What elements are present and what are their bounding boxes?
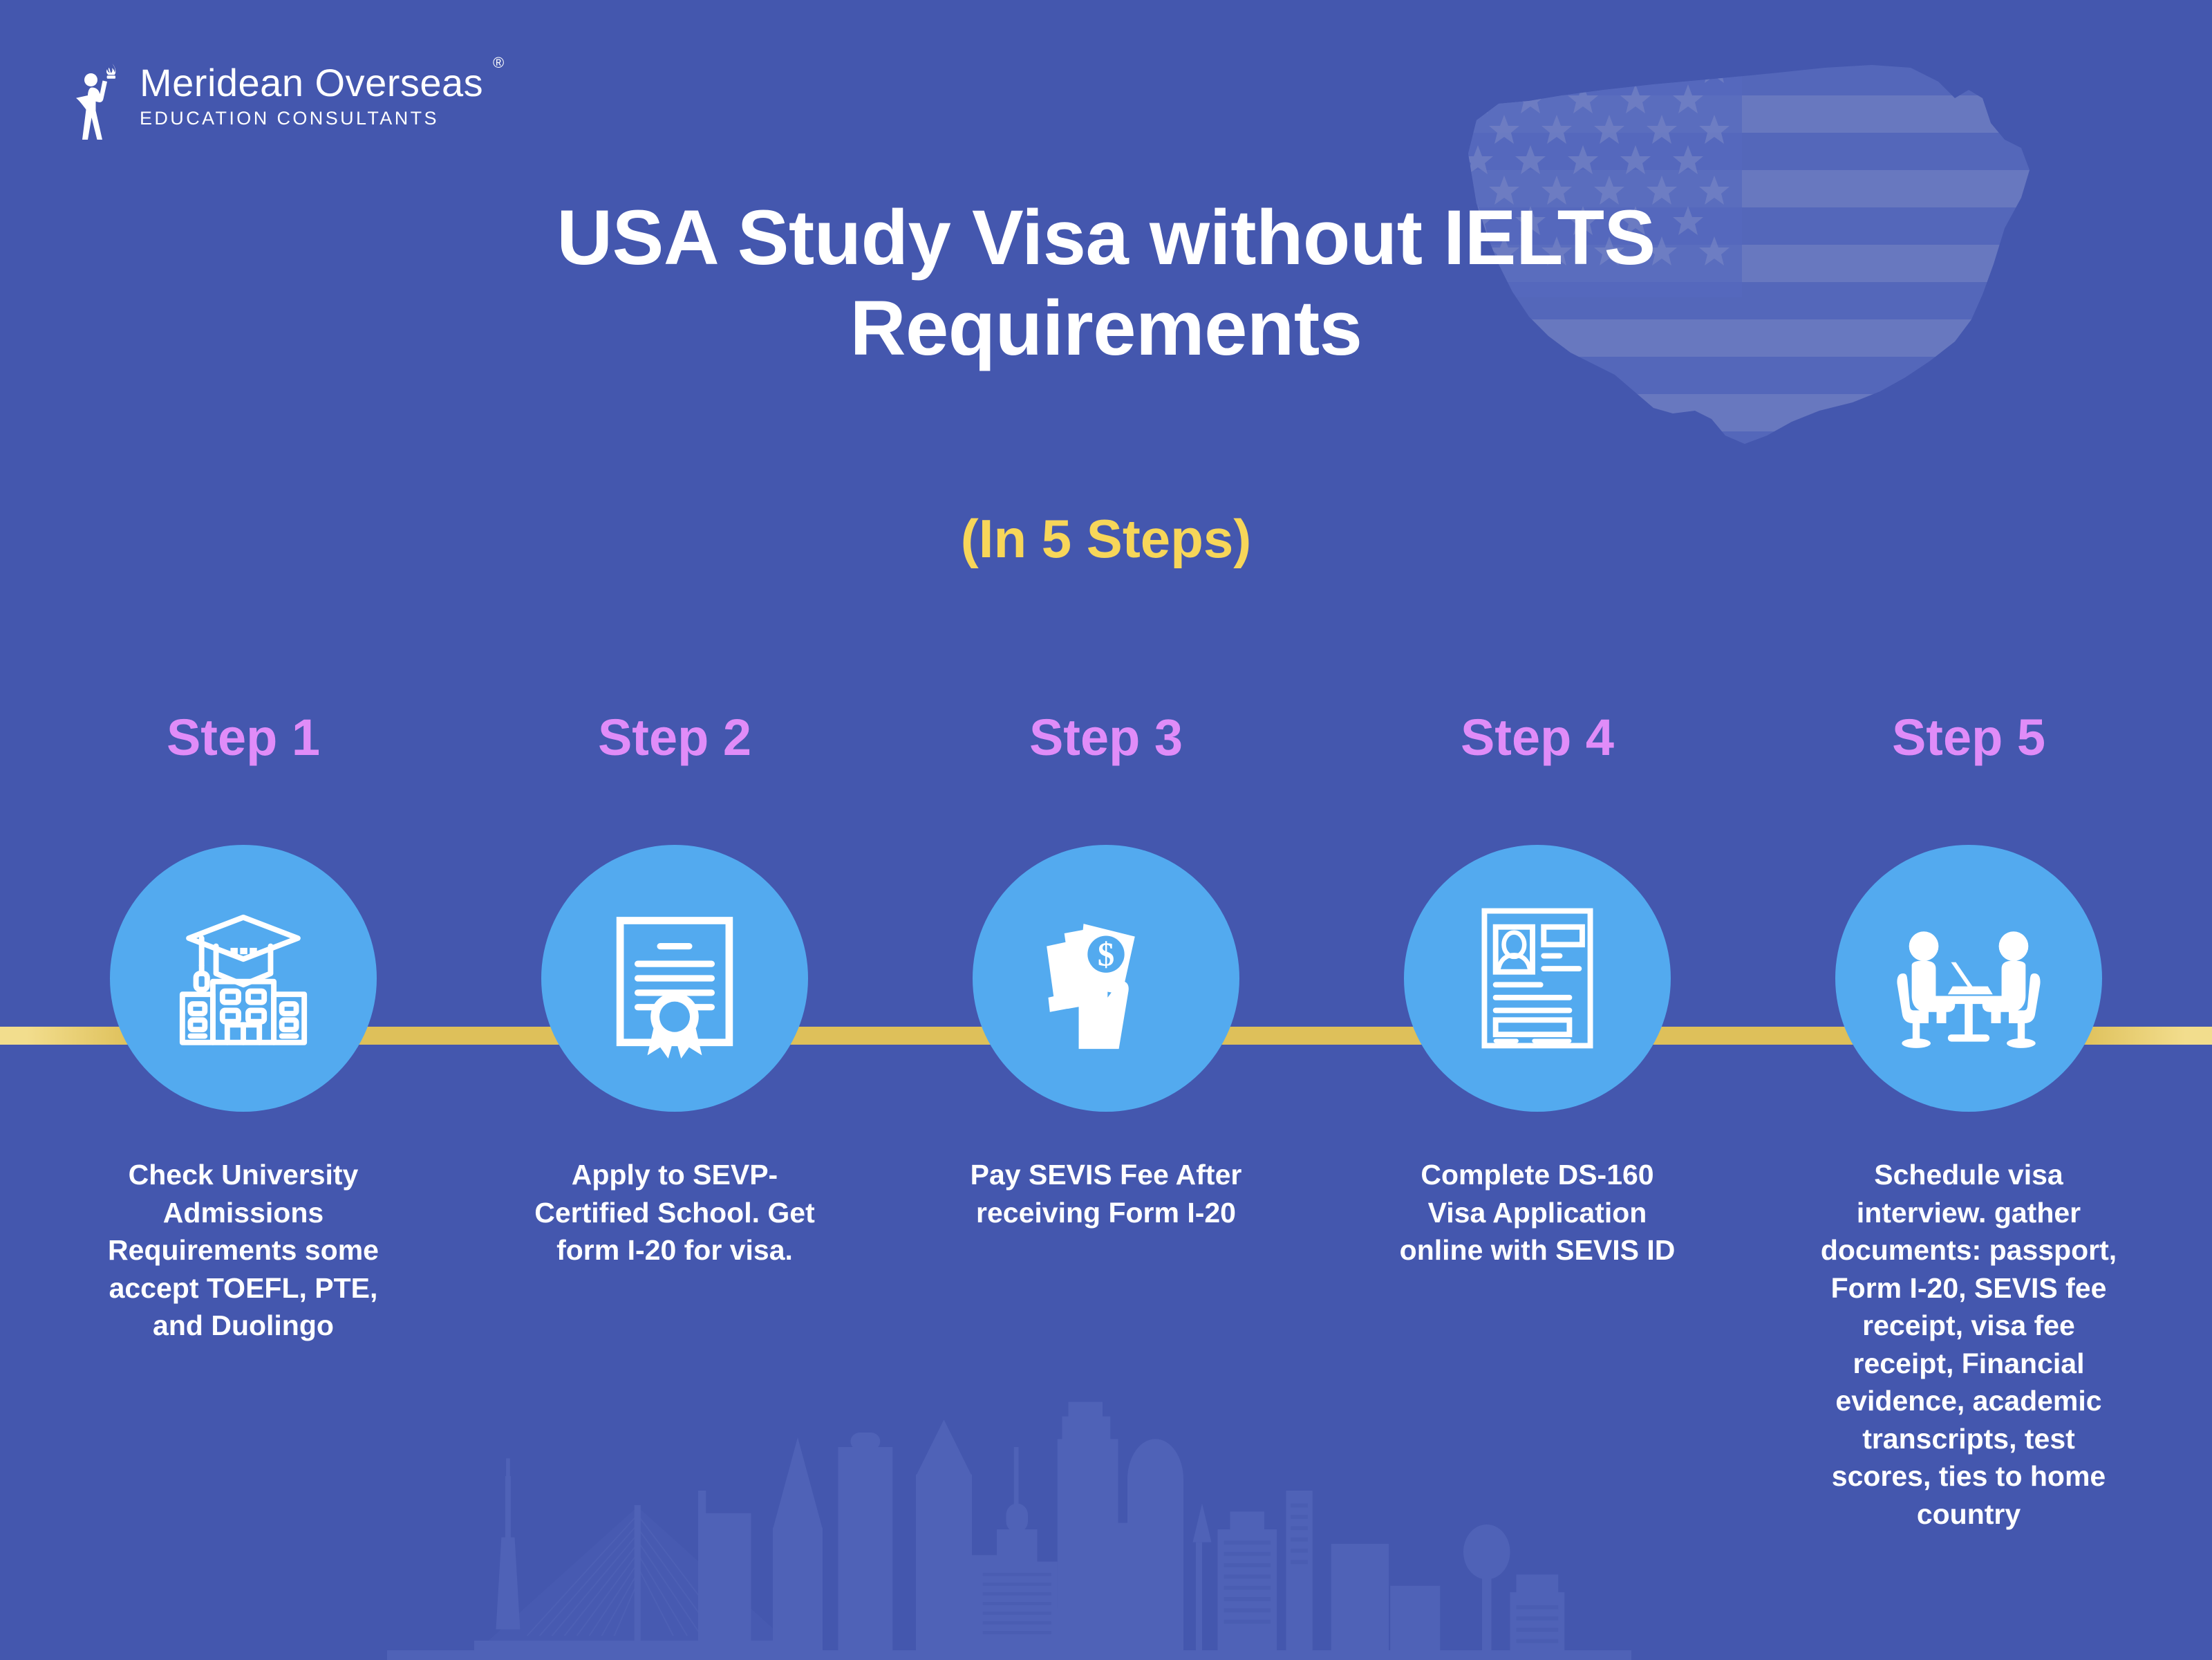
brand-name: Meridean Overseas	[140, 61, 484, 104]
interview-desk-icon	[1897, 931, 2041, 1048]
step-description-5: Schedule visa interview. gather document…	[1820, 1159, 2117, 1530]
step-description-3: Pay SEVIS Fee After receiving Form I-20	[970, 1159, 1242, 1229]
steps-row: Step 1	[0, 712, 2212, 1632]
page-title: USA Study Visa without IELTS Requirement…	[556, 194, 1656, 372]
step-description-1: Check University Admissions Requirements…	[108, 1159, 379, 1342]
step-label-3: Step 3	[1029, 709, 1183, 766]
step-label-4: Step 4	[1460, 709, 1615, 766]
step-item-1[interactable]: Step 1	[28, 712, 459, 1345]
registered-trademark-symbol: ®	[492, 54, 505, 71]
certificate-icon	[616, 917, 733, 1059]
application-form-icon	[1481, 908, 1593, 1049]
step-icon-circle-3[interactable]: $	[973, 845, 1239, 1112]
step-icon-circle-4[interactable]	[1404, 845, 1671, 1112]
hand-holding-money-icon: $	[1047, 924, 1135, 1050]
step-item-5[interactable]: Step 5	[1753, 712, 2184, 1533]
svg-text:$: $	[1098, 935, 1114, 973]
step-description-4: Complete DS-160 Visa Application online …	[1399, 1159, 1676, 1267]
step-label-2: Step 2	[597, 709, 752, 766]
steps-timeline: Step 1	[0, 712, 2212, 1632]
step-label-1: Step 1	[166, 709, 321, 766]
step-icon-circle-1[interactable]	[110, 845, 377, 1112]
step-description-2: Apply to SEVP-Certified School. Get form…	[534, 1159, 815, 1267]
torch-bearer-logo-icon	[76, 64, 116, 140]
step-item-3[interactable]: Step 3 $ Pay SEVIS Fee After	[890, 712, 1322, 1231]
step-item-4[interactable]: Step 4	[1322, 712, 1753, 1269]
step-label-5: Step 5	[1891, 709, 2046, 766]
step-icon-circle-5[interactable]	[1835, 845, 2102, 1112]
university-building-icon	[179, 914, 308, 1045]
step-icon-circle-2[interactable]	[541, 845, 808, 1112]
step-item-2[interactable]: Step 2 Apply t	[459, 712, 890, 1269]
brand-subtitle: EDUCATION CONSULTANTS	[140, 108, 439, 129]
brand-logo[interactable]: Meridean Overseas EDUCATION CONSULTANTS …	[75, 55, 504, 142]
page-subtitle: (In 5 Steps)	[960, 508, 1252, 569]
